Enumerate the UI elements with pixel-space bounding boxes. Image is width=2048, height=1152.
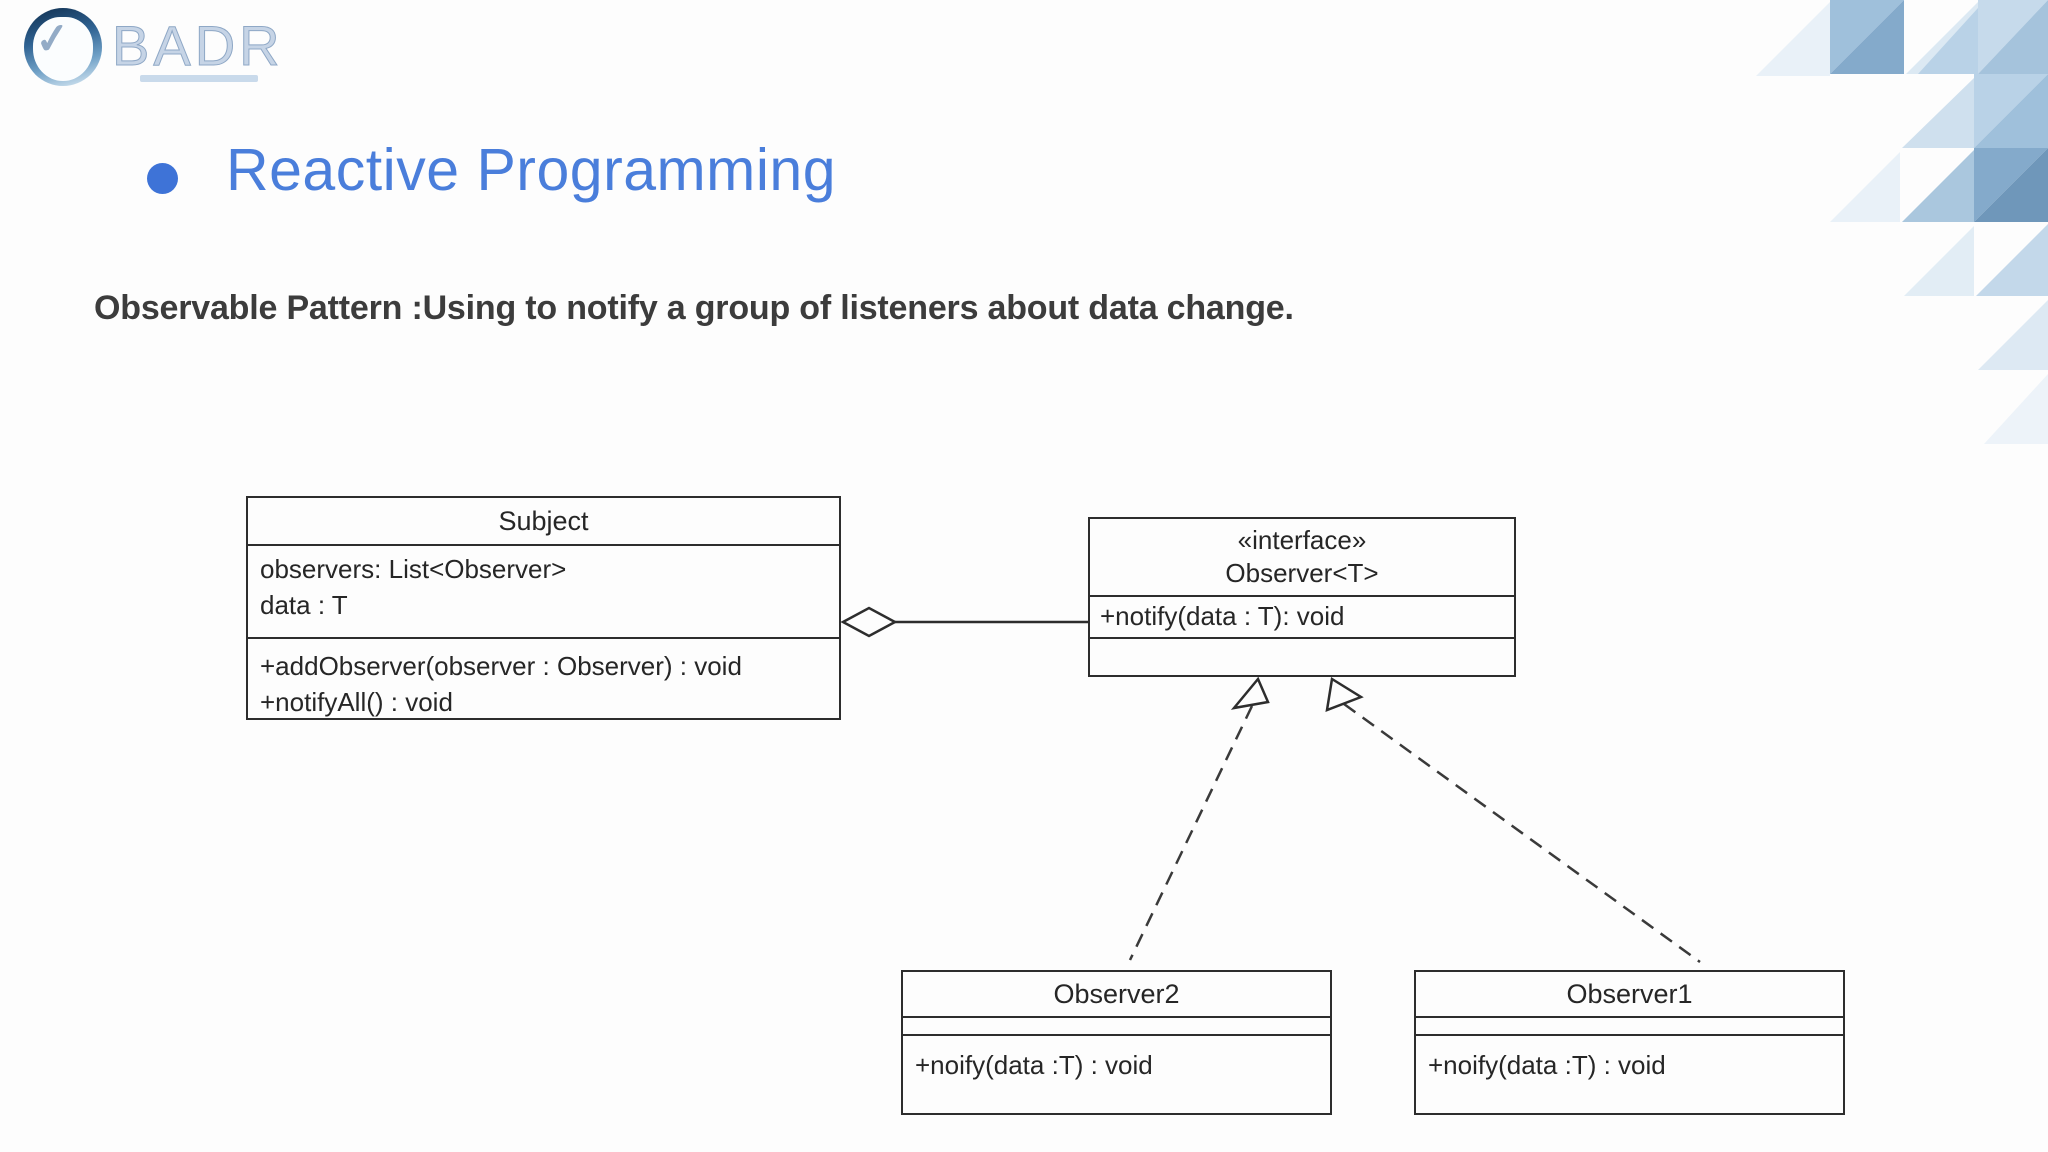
realization-dashed-line-left [1128,705,1254,961]
uml-methods-compartment: +addObserver(observer : Observer) : void… [248,639,839,720]
realization-arrowhead-right-icon [1325,676,1364,712]
title-bullet-icon [147,163,178,194]
uml-method: +notify(data : T): void [1090,597,1514,639]
badr-logo-tagline [140,75,258,82]
uml-class-title: Observer2 [903,972,1330,1018]
uml-empty-compartment [1090,639,1514,675]
realization-dashed-line-right [1343,702,1701,964]
badr-logo-icon: ✓ [24,8,102,86]
uml-class-observer1: Observer1 +noify(data :T) : void [1414,970,1845,1115]
uml-interface-observer: «interface» Observer<T> +notify(data : T… [1088,517,1516,677]
subtitle-text: Observable Pattern :Using to notify a gr… [94,289,1294,327]
uml-empty-compartment [903,1018,1330,1036]
uml-method: +noify(data :T) : void [1428,1050,1666,1080]
uml-interface-header: «interface» Observer<T> [1090,519,1514,597]
uml-attribute: data : T [260,590,348,620]
triangle-mosaic-decoration [1756,0,2048,444]
uml-methods-compartment: +noify(data :T) : void [1416,1036,1843,1113]
uml-methods-compartment: +noify(data :T) : void [903,1036,1330,1113]
realization-arrowhead-left-icon [1230,676,1270,710]
uml-class-title: Observer<T> [1225,558,1379,588]
uml-stereotype: «interface» [1237,525,1367,555]
logo-text-column: BADR [112,8,284,82]
uml-class-observer2: Observer2 +noify(data :T) : void [901,970,1332,1115]
uml-method: +noify(data :T) : void [915,1050,1153,1080]
uml-attribute: observers: List<Observer> [260,554,567,584]
logo-inner-circle [33,17,93,81]
badr-logo-text: BADR [112,14,284,77]
aggregation-diamond-icon [840,606,898,638]
uml-class-title: Observer1 [1416,972,1843,1018]
page-title: Reactive Programming [226,137,837,203]
uml-class-subject: Subject observers: List<Observer> data :… [246,496,841,720]
badr-logo: ✓ BADR [24,8,284,86]
uml-attributes-compartment: observers: List<Observer> data : T [248,546,839,639]
uml-method: +addObserver(observer : Observer) : void [260,651,742,681]
uml-empty-compartment [1416,1018,1843,1036]
uml-class-title: Subject [248,498,839,546]
uml-method: +notifyAll() : void [260,687,453,717]
